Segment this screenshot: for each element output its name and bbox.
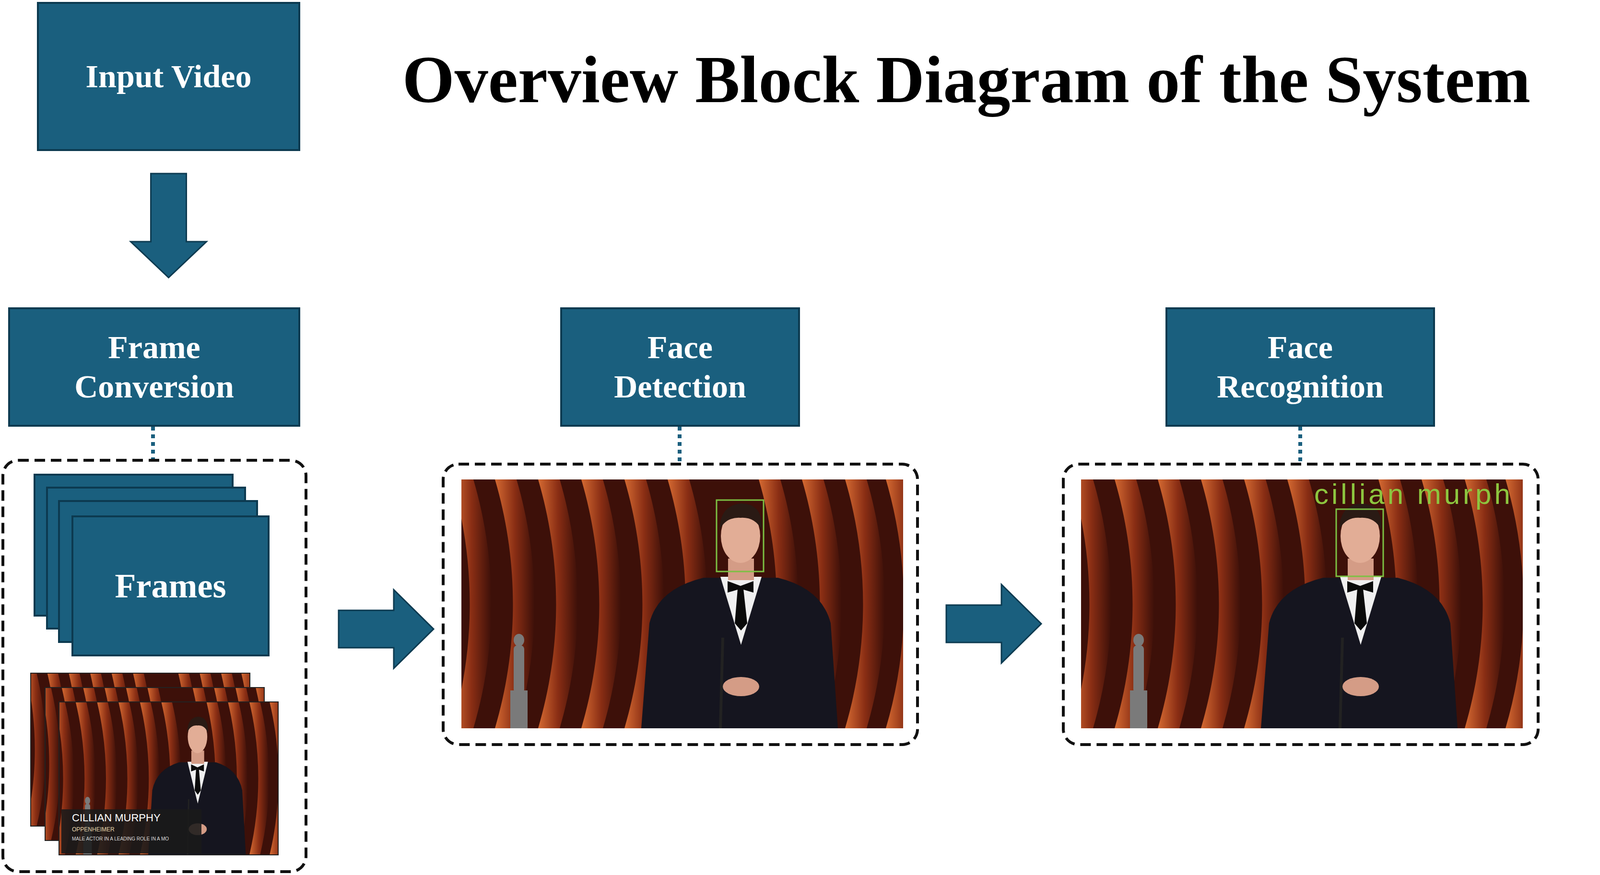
node-text: Face Recognition <box>1194 328 1406 407</box>
process-box: Face Detection <box>560 307 800 427</box>
frame-images <box>25 673 290 856</box>
node-text: Frames <box>115 565 227 607</box>
process-box: Frame Conversion <box>8 307 301 427</box>
detection-image <box>451 479 926 729</box>
node-text: Input Video <box>85 57 252 97</box>
recognition-label: cillian murph <box>1314 478 1514 511</box>
process-box: Input Video <box>36 1 301 152</box>
dotted-link <box>152 426 1301 465</box>
frames-box: Frames <box>71 515 270 657</box>
recognition-image <box>1071 479 1546 729</box>
caption-text: MALE ACTOR IN A LEADING ROLE IN A MO <box>71 836 169 842</box>
caption-text: OPPENHEIMER <box>71 826 115 834</box>
caption-text: CILLIAN MURPHY <box>71 812 161 824</box>
node-text: Face Detection <box>579 328 781 407</box>
process-box: Face Recognition <box>1165 307 1436 427</box>
diagram-title: Overview Block Diagram of the System <box>402 39 1531 120</box>
block-arrow <box>130 173 207 278</box>
node-text: Frame Conversion <box>48 328 260 407</box>
block-arrow <box>338 584 1042 669</box>
